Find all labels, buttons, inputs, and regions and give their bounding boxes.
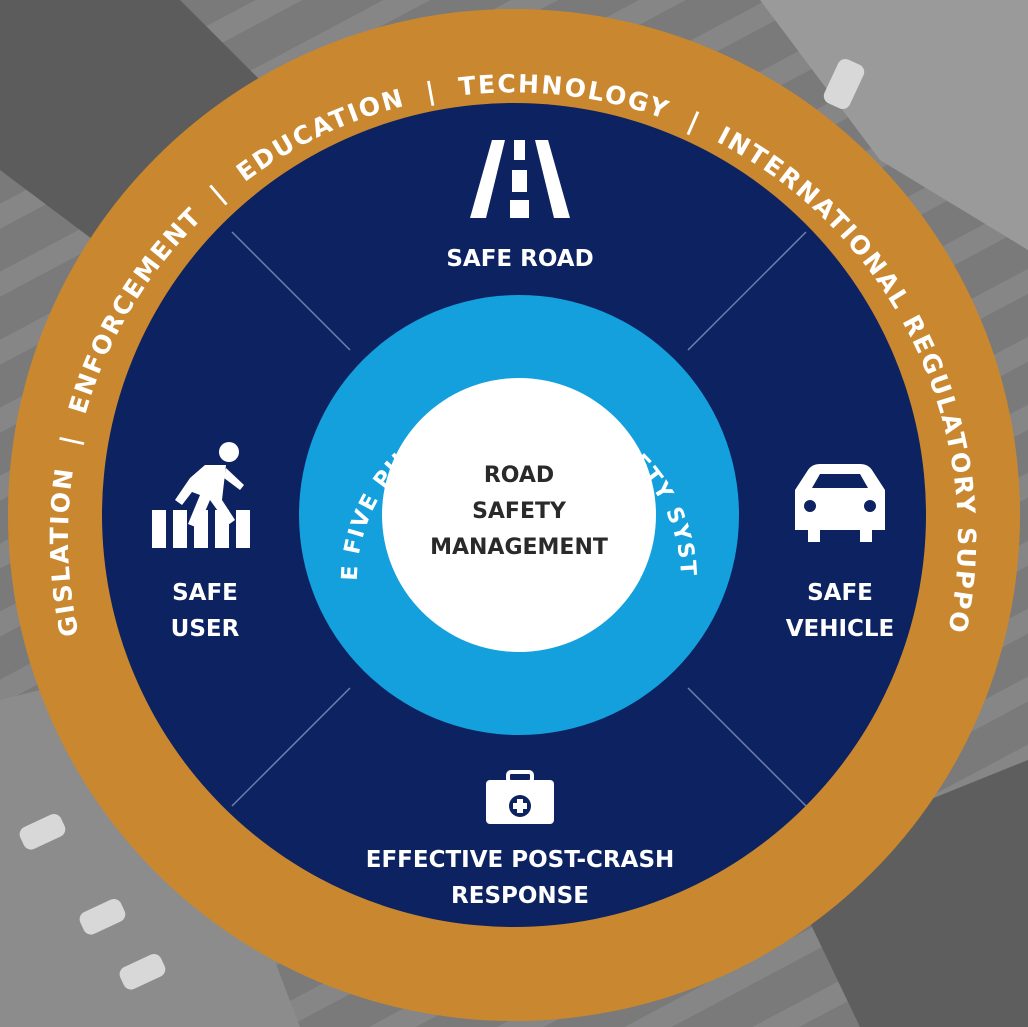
pillar-safe-vehicle-line-1: SAFE: [807, 580, 873, 606]
pedestrian-crossing-icon: [152, 442, 250, 548]
center-circle: [382, 378, 656, 652]
pillar-safe-road: SAFE ROAD: [446, 140, 594, 272]
pillar-safe-vehicle-line-2: VEHICLE: [786, 616, 895, 642]
pillar-safe-user-line-1: SAFE: [172, 580, 238, 606]
pillar-safe-road-label: SAFE ROAD: [446, 246, 593, 272]
pillar-safe-user: SAFE USER: [152, 442, 250, 642]
center-title: ROAD SAFETY MANAGEMENT: [430, 463, 608, 560]
pillar-post-crash-response: EFFECTIVE POST-CRASH RESPONSE: [366, 770, 675, 909]
center-title-line-3: MANAGEMENT: [430, 535, 608, 560]
pillar-safe-user-line-2: USER: [171, 616, 240, 642]
pillar-safe-vehicle: SAFE VEHICLE: [786, 464, 895, 642]
road-icon: [470, 140, 570, 218]
first-aid-kit-icon: [486, 770, 554, 824]
center-title-line-1: ROAD: [484, 463, 554, 488]
car-icon: [795, 464, 885, 542]
pillar-post-crash-response-line-1: EFFECTIVE POST-CRASH: [366, 847, 675, 873]
pillar-post-crash-response-line-2: RESPONSE: [451, 883, 589, 909]
parked-cars: [19, 58, 865, 990]
center-title-line-2: SAFETY: [472, 499, 567, 524]
quadrant-dividers: [231, 231, 807, 807]
